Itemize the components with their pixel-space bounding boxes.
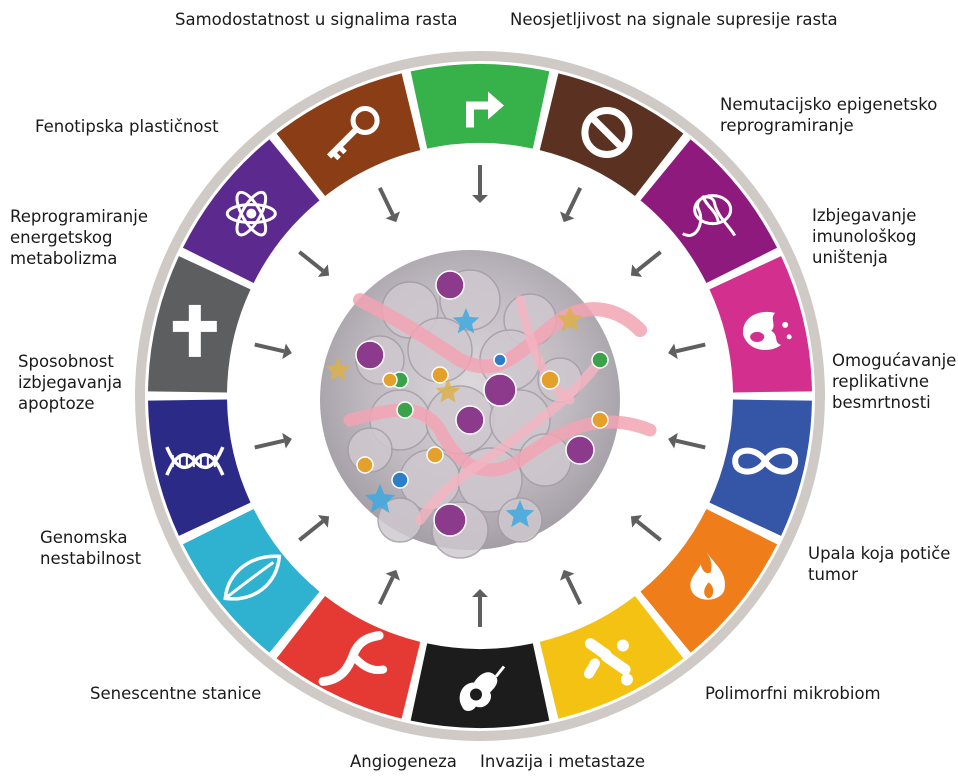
prohibition-icon [581, 106, 633, 158]
flame-icon [690, 552, 725, 600]
key-icon [326, 105, 380, 161]
segment-epigenetsko [640, 139, 778, 284]
arrow-samodostatnost [472, 165, 488, 203]
label-epigenetsko: Nemutacijsko epigenetsko reprogramiranje [720, 95, 938, 135]
arrow-epigenetsko [630, 250, 662, 277]
outer-ring [135, 51, 825, 741]
label-metabolizam: Reprogramiranje energetskog metabolizma [10, 207, 148, 268]
arrow-genomska [254, 432, 292, 450]
arrow-senescentne [298, 515, 330, 542]
chromatin-icon [681, 194, 737, 237]
blood-vessel-icon [318, 631, 388, 687]
label-plasticnost: Fenotipska plastičnost [35, 117, 219, 136]
label-besmrtnost: Omogućavanje replikativne besmrtnosti [832, 351, 957, 412]
label-mikrobiom: Polimorfni mikrobiom [705, 684, 881, 703]
label-neosjetljivost: Neosjetljivost na signale supresije rast… [510, 10, 838, 29]
arrow-invazija [472, 589, 488, 627]
label-senescentne: Senescentne stanice [90, 684, 262, 703]
arrow-angiogeneza [377, 569, 400, 605]
segment-senescentne [182, 508, 320, 653]
arrow-metabolizam [298, 250, 330, 277]
label-upala: Upala koja potiče tumor [808, 544, 951, 584]
segment-genomska [148, 399, 251, 536]
label-invazija: Invazija i metastaze [480, 752, 646, 771]
label-imunolosko: Izbjegavanje imunološkog uništenja [812, 206, 917, 267]
cross-icon [172, 304, 217, 357]
label-samodostatnost: Samodostatnost u signalima rasta [175, 10, 458, 29]
arrow-apoptoza [254, 342, 292, 360]
label-genomska: Genomska nestabilnost [40, 528, 142, 568]
arrow-besmrtnost [668, 432, 706, 450]
label-angiogeneza: Angiogeneza [350, 752, 457, 771]
dna-icon [165, 446, 225, 476]
tumor-mass-icon [320, 250, 657, 559]
label-apoptoza: Sposobnost izbjegavanja apoptoze [18, 352, 123, 413]
arrow-mikrobiom [560, 569, 583, 605]
bent-arrow-icon [466, 91, 504, 128]
immune-cell-icon [743, 311, 792, 351]
bacteria-icon [583, 638, 633, 686]
infinity-icon [732, 447, 799, 475]
migrating-cell-icon [459, 665, 506, 711]
arrow-upala [630, 515, 662, 542]
arrow-imunolosko [668, 342, 706, 360]
arrow-neosjetljivost [560, 187, 583, 223]
leaf-icon [223, 554, 282, 601]
arrow-plasticnost [377, 187, 400, 223]
atom-icon [225, 190, 277, 237]
